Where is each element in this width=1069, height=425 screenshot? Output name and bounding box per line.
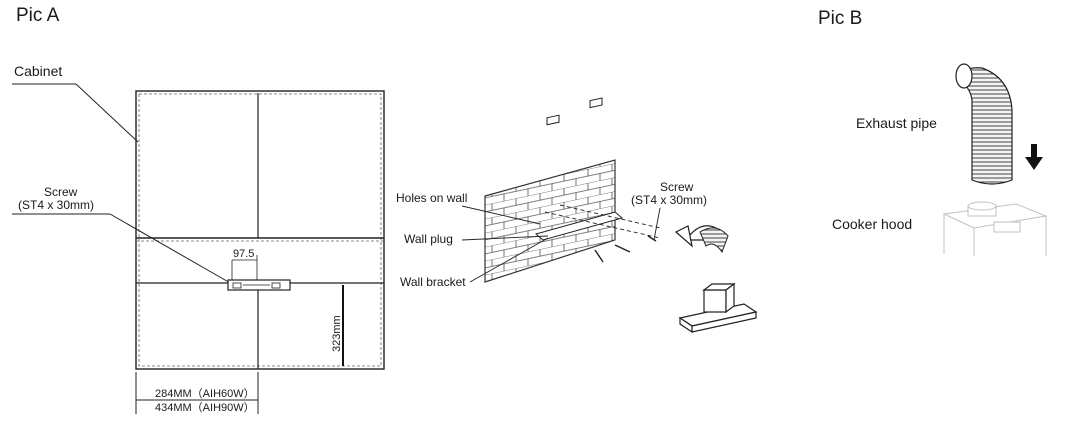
holes-on-wall-label: Holes on wall xyxy=(396,191,467,205)
width-line2: 434MM（AIH90W） xyxy=(155,401,255,414)
dim-97-label: 97.5 xyxy=(233,248,254,260)
screw-label-line1: Screw xyxy=(44,185,78,199)
wall-bracket-leader xyxy=(469,237,549,283)
cabinet-label: Cabinet xyxy=(14,63,62,79)
holes-leader xyxy=(461,205,541,225)
cabinet-leader-diag xyxy=(75,83,139,143)
exhaust-pipe-drawing xyxy=(955,63,1013,185)
screw-leader-diag xyxy=(109,213,233,285)
pic-b-title: Pic B xyxy=(818,8,862,29)
arrow-down-icon xyxy=(1025,144,1043,170)
screw2-leader xyxy=(653,207,661,241)
wall-bracket-label: Wall bracket xyxy=(400,275,466,289)
pic-a-title: Pic A xyxy=(16,5,60,26)
wall-bracket-exploded xyxy=(534,204,661,263)
wall-plug-label: Wall plug xyxy=(404,232,453,246)
cooker-hood-label: Cooker hood xyxy=(832,216,912,232)
bracket-spigot xyxy=(678,282,758,334)
cabinet-drawing xyxy=(135,90,385,370)
screw2-label-line2: (ST4 x 30mm) xyxy=(631,193,707,207)
cabinet-bracket xyxy=(227,279,291,291)
screw-label-line2: (ST4 x 30mm) xyxy=(18,198,94,212)
wall-plug-leader xyxy=(461,235,549,241)
screw2-label-line1: Screw xyxy=(660,180,694,194)
brick-wall xyxy=(484,97,616,283)
dim-323-label: 323mm xyxy=(331,315,343,352)
cooker-hood-drawing xyxy=(942,201,1048,256)
mini-hose xyxy=(699,227,729,254)
exhaust-pipe-label: Exhaust pipe xyxy=(856,115,937,131)
width-line1: 284MM（AIH60W） xyxy=(155,387,255,400)
